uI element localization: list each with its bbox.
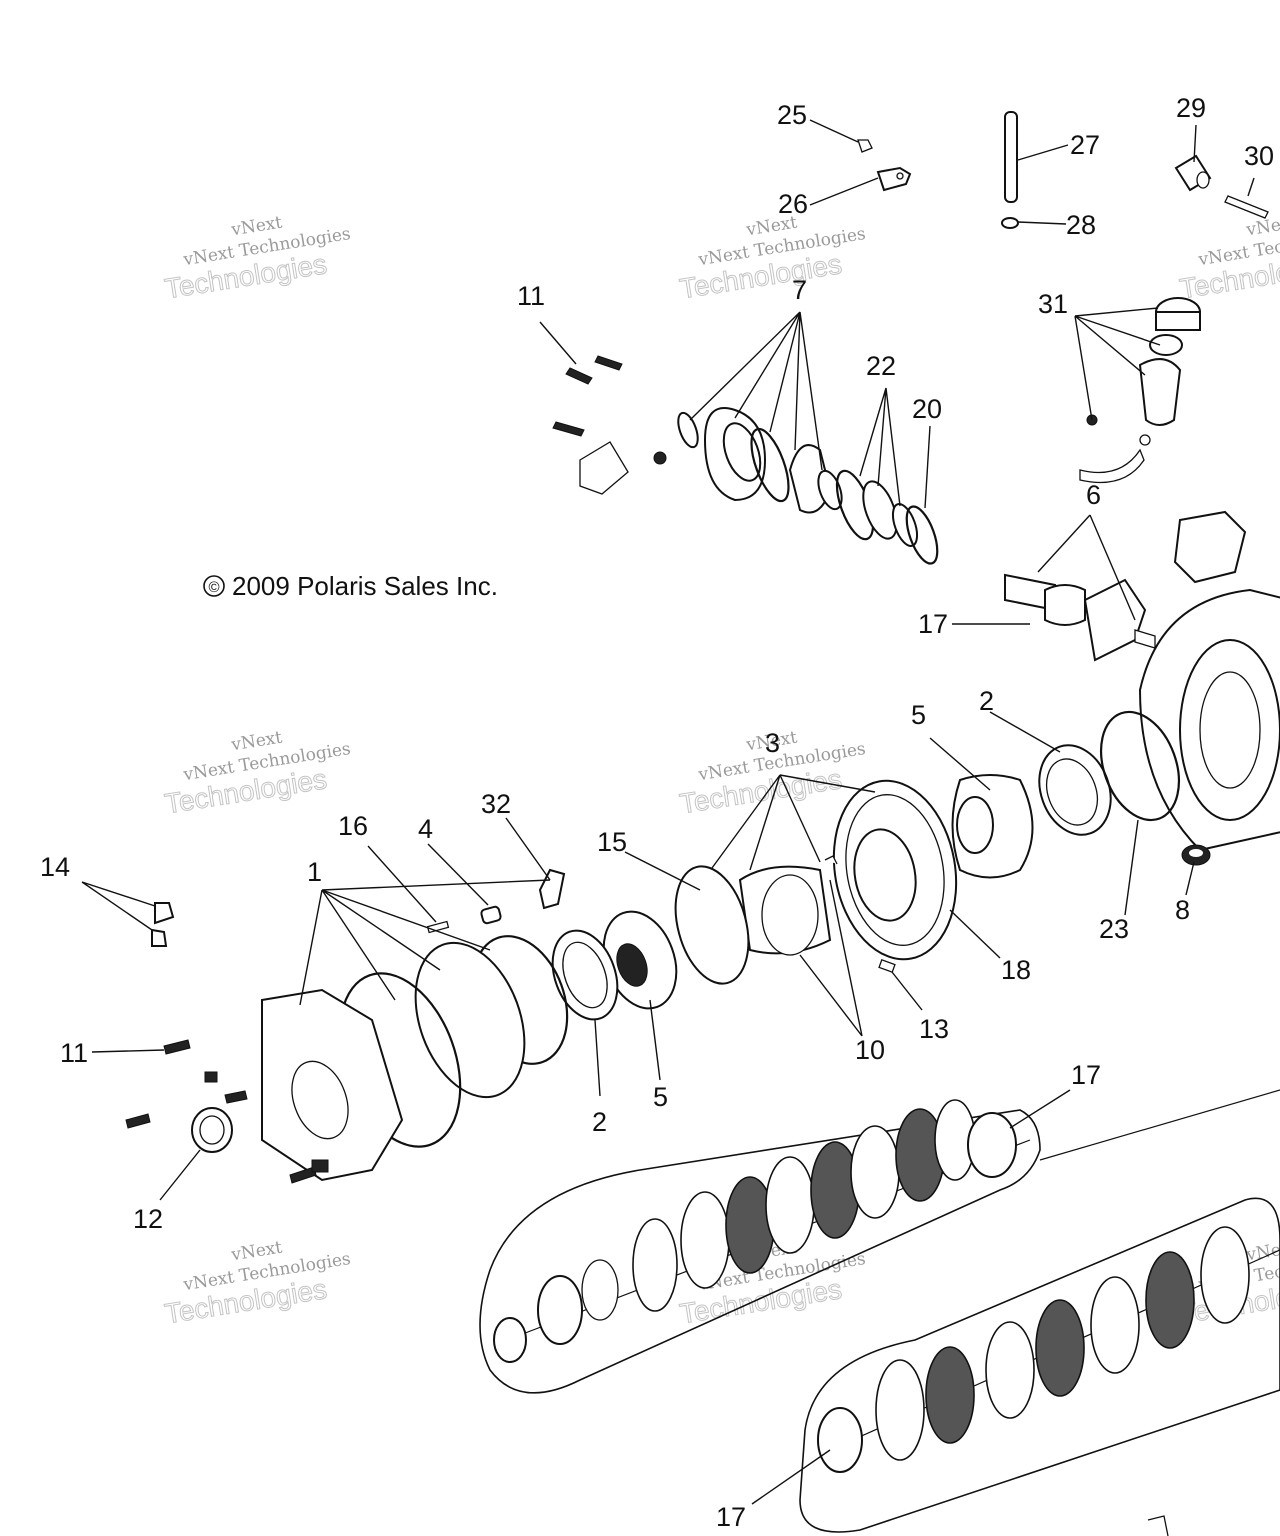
part-27-pin bbox=[1004, 111, 1018, 203]
part-6-pinion-shaft bbox=[1004, 573, 1156, 662]
callout-18: 18 bbox=[1001, 955, 1031, 985]
part-2-bearing-upper bbox=[1038, 744, 1112, 836]
leader-lines bbox=[81, 119, 1255, 1505]
callout-30: 30 bbox=[1244, 141, 1274, 171]
callout-15: 15 bbox=[597, 827, 627, 857]
part-31-bearing-group bbox=[1079, 297, 1201, 484]
part-32-bracket bbox=[538, 868, 566, 910]
part-25-screw bbox=[857, 139, 873, 153]
callout-13: 13 bbox=[919, 1014, 949, 1044]
callout-2-upper: 2 bbox=[979, 686, 994, 716]
watermark: vNext vNext Technologies Technologies bbox=[677, 213, 867, 305]
callout-31: 31 bbox=[1038, 289, 1068, 319]
part-housing-right bbox=[1138, 510, 1280, 852]
callout-20: 20 bbox=[912, 394, 942, 424]
part-4-plug bbox=[480, 905, 502, 925]
copyright-circle bbox=[203, 575, 225, 597]
callout-17-upper: 17 bbox=[918, 609, 948, 639]
callout-22: 22 bbox=[866, 351, 896, 381]
watermark: vNext vNext Technologies Technologies bbox=[162, 213, 352, 305]
callout-4: 4 bbox=[418, 814, 433, 844]
part-11-bolts-lower bbox=[125, 1039, 329, 1184]
part-22-shim-group bbox=[835, 469, 919, 547]
part-2-bearing-lower bbox=[551, 929, 619, 1021]
part-7-bearing-group bbox=[677, 407, 843, 514]
callout-labels: 25 26 27 28 29 30 11 7 22 20 31 6 17 5 2… bbox=[40, 93, 1274, 1532]
part-13-dowel-pin bbox=[878, 959, 896, 973]
callout-11-lower: 11 bbox=[60, 1038, 88, 1068]
part-20-snap-ring bbox=[905, 505, 939, 565]
watermark: vNext vNext Technologies Technologies bbox=[162, 728, 352, 820]
callout-12: 12 bbox=[133, 1204, 163, 1234]
callout-1: 1 bbox=[307, 857, 322, 887]
part-23-o-ring bbox=[1100, 710, 1180, 822]
callout-14: 14 bbox=[40, 852, 70, 882]
callout-6: 6 bbox=[1086, 480, 1101, 510]
callout-17-lower: 17 bbox=[716, 1502, 746, 1532]
callout-11-upper: 11 bbox=[517, 281, 545, 311]
callout-16: 16 bbox=[338, 811, 368, 841]
copyright-text: 2009 Polaris Sales Inc. bbox=[232, 571, 498, 601]
part-1-cover-assembly bbox=[261, 935, 569, 1182]
part-29-bushing bbox=[1174, 154, 1212, 192]
callout-28: 28 bbox=[1066, 210, 1096, 240]
part-3-roller-cage bbox=[738, 855, 838, 956]
part-18-ring-gear bbox=[832, 779, 958, 961]
parts-art bbox=[125, 111, 1280, 1536]
watermark-line1: vNext bbox=[1244, 1238, 1280, 1266]
part-30-pin bbox=[1224, 195, 1269, 219]
copyright-notice: © 2009 Polaris Sales Inc. bbox=[203, 571, 498, 601]
callout-25: 25 bbox=[777, 100, 807, 130]
callout-27: 27 bbox=[1070, 130, 1100, 160]
part-15-armature-plate bbox=[674, 865, 750, 985]
callout-29: 29 bbox=[1176, 93, 1206, 123]
callout-23: 23 bbox=[1099, 914, 1129, 944]
callout-5-upper: 5 bbox=[911, 700, 926, 730]
callout-7: 7 bbox=[792, 275, 807, 305]
callout-10: 10 bbox=[855, 1035, 885, 1065]
part-14-fitting bbox=[151, 902, 175, 947]
callout-2-lower: 2 bbox=[592, 1107, 607, 1137]
callout-8: 8 bbox=[1175, 895, 1190, 925]
part-26-bracket bbox=[876, 166, 912, 192]
part-11-bolts-upper bbox=[552, 355, 667, 495]
part-17-clutch-pack-lower bbox=[799, 1197, 1280, 1536]
callout-32: 32 bbox=[481, 789, 511, 819]
callout-3: 3 bbox=[765, 728, 780, 758]
part-17-clutch-pack-upper bbox=[479, 1089, 1280, 1394]
part-12-oil-seal bbox=[191, 1107, 233, 1153]
part-5-bearing-cup-upper bbox=[951, 774, 1034, 879]
callout-17-middle: 17 bbox=[1071, 1060, 1101, 1090]
callout-26: 26 bbox=[778, 189, 808, 219]
part-28-clip bbox=[1001, 217, 1019, 229]
part-5-bearing-cup-lower bbox=[602, 910, 678, 1010]
callout-5-lower: 5 bbox=[653, 1082, 668, 1112]
watermark: vNext vNext Technologies Technologies bbox=[162, 1238, 352, 1330]
part-8-seal bbox=[1181, 844, 1211, 866]
copyright-symbol: © bbox=[208, 579, 219, 596]
